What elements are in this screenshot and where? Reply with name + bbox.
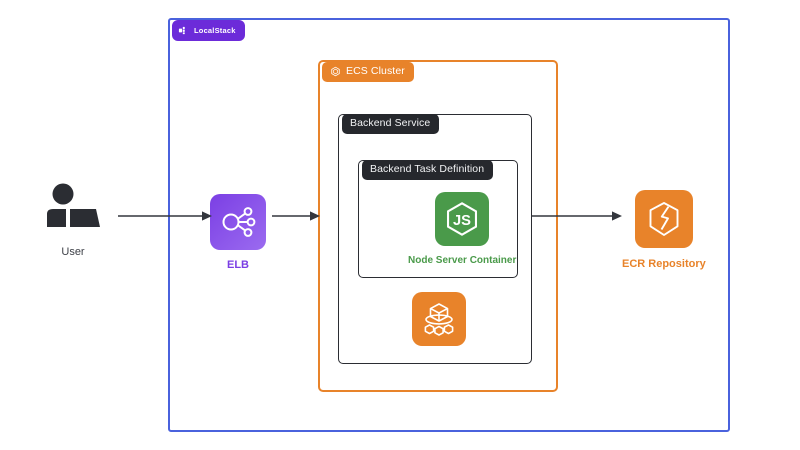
ecr-cube-icon [634,190,693,248]
arrow-user-to-elb [118,211,212,221]
svg-text:JS: JS [453,213,471,229]
group-label-localstack: LocalStack [172,20,245,41]
node-user-label: User [61,246,85,258]
ecs-cluster-icon [330,66,341,77]
localstack-icon [178,25,189,36]
node-node-server-container-label: Node Server Container [408,255,517,266]
node-elb-label: ELB [227,259,249,271]
ecs-container-cube-icon [412,292,466,346]
node-node-server-container: JS Node Server Container [408,192,516,266]
arrow-backend-service-to-ecr [532,211,622,221]
group-label-backend-service-text: Backend Service [350,117,431,129]
elb-network-icon [210,194,266,250]
group-label-backend-task-definition-text: Backend Task Definition [370,163,485,175]
group-ecs-cluster [318,60,558,392]
group-localstack [168,18,730,432]
node-ecs-task [412,292,466,346]
group-label-backend-service: Backend Service [342,114,440,134]
group-label-ecs-cluster: ECS Cluster [322,62,414,82]
node-user: User [42,182,104,258]
arrow-elb-to-ecs-cluster [272,211,320,221]
user-at-laptop-icon [42,182,104,234]
group-label-localstack-text: LocalStack [194,25,236,35]
node-ecr-repository-label: ECR Repository [622,258,706,270]
group-label-backend-task-definition: Backend Task Definition [362,160,494,180]
group-label-ecs-cluster-text: ECS Cluster [346,65,405,78]
node-elb: ELB [210,194,266,271]
nodejs-js-hexagon-icon: JS [435,192,490,246]
node-ecr-repository: ECR Repository [622,190,706,270]
